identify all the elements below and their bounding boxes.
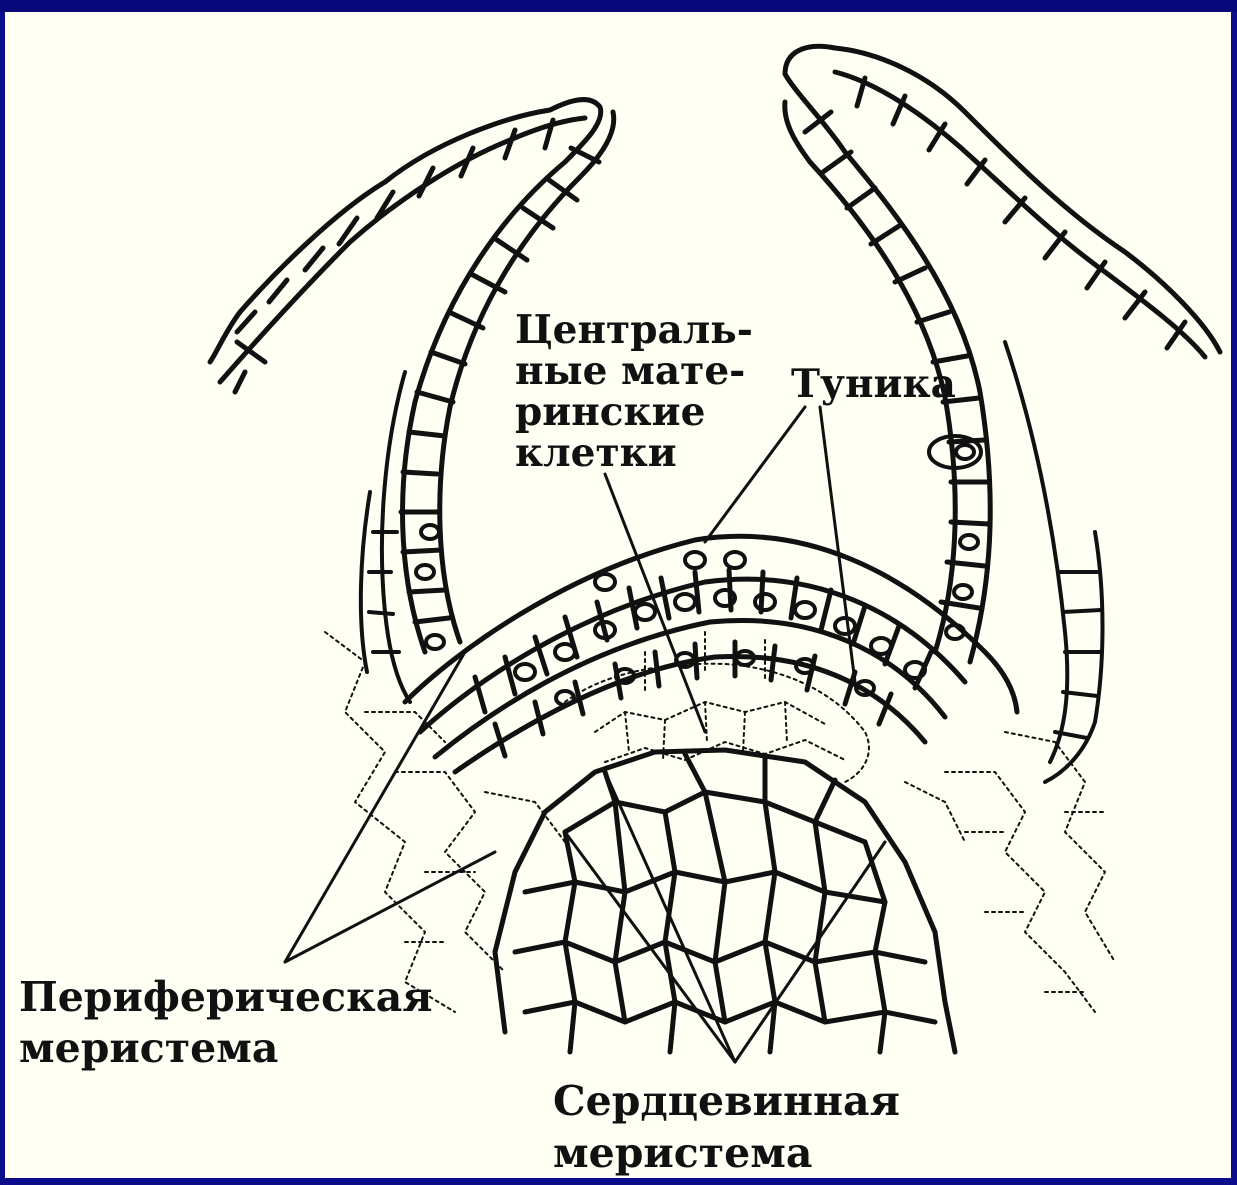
diagram-frame: Централь- ные мате- ринские клетки Туник…: [5, 12, 1231, 1178]
leader-tunica-2: [820, 407, 855, 682]
label-tunica: Туника: [791, 364, 956, 405]
right-leaf-primordium: [785, 46, 1220, 662]
leader-lines: [285, 407, 885, 1062]
label-pith-meristem: Сердцевинная меристема: [553, 1075, 900, 1178]
leader-pith-1: [565, 832, 735, 1062]
tunica-layers: [405, 536, 1017, 772]
label-central-mother-cells: Централь- ные мате- ринские клетки: [515, 310, 753, 474]
label-peripheral-meristem: Периферическая меристема: [19, 972, 433, 1075]
pith-meristem: [495, 750, 955, 1052]
outer-leaf-right: [1005, 342, 1103, 782]
top-border: [0, 0, 1237, 12]
